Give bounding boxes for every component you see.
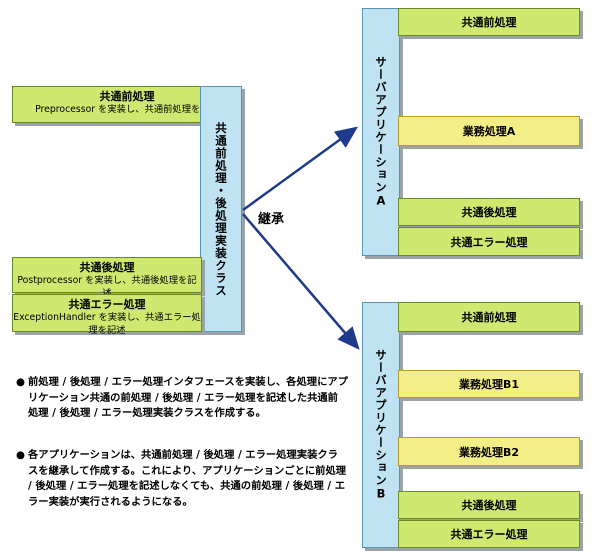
server-b-item-label: 共通前処理 xyxy=(461,311,517,324)
server-a-item-label: 共通後処理 xyxy=(461,206,517,219)
server-b-item-label: 業務処理B1 xyxy=(458,378,520,391)
note-2-text: 各アプリケーションは、共通前処理 / 後処理 / エラー処理実装クラスを継承して… xyxy=(28,449,347,508)
left-postprocess-title: 共通後処理 xyxy=(79,261,135,274)
server-a-item: 共通後処理 xyxy=(398,198,580,226)
server-b-item: 業務処理B2 xyxy=(398,437,580,466)
server-b-item: 共通エラー処理 xyxy=(398,520,580,548)
inherit-label: 継承 xyxy=(258,212,285,227)
server-b-item-label: 共通エラー処理 xyxy=(450,528,528,541)
server-a-column: サーバアプリケーションA xyxy=(362,8,400,256)
server-b-item: 業務処理B1 xyxy=(398,370,580,398)
note-2: ● 各アプリケーションは、共通前処理 / 後処理 / エラー処理実装クラスを継承… xyxy=(16,448,348,510)
bullet-icon: ● xyxy=(16,449,25,461)
left-class-label: 共通前処理・後処理実装クラス xyxy=(214,121,228,297)
server-a-item: 共通エラー処理 xyxy=(398,227,580,256)
server-b-column: サーバアプリケーションB xyxy=(362,302,400,548)
server-b-item: 共通前処理 xyxy=(398,302,580,332)
bullet-icon: ● xyxy=(16,376,25,388)
left-preprocess-title: 共通前処理 xyxy=(99,90,155,103)
left-postprocess-box: 共通後処理 Postprocessor を実装し、共通後処理を記述 xyxy=(12,257,202,299)
note-1-text: 前処理 / 後処理 / エラー処理インタフェースを実装し、各処理にアプリケーショ… xyxy=(28,376,348,419)
server-b-item: 共通後処理 xyxy=(398,491,580,519)
left-error-title: 共通エラー処理 xyxy=(68,298,146,311)
server-a-label: サーバアプリケーションA xyxy=(374,55,388,209)
left-postprocess-desc: Postprocessor を実装し、共通後処理を記述 xyxy=(17,275,197,299)
left-preprocess-desc: Preprocessor を実装し、共通前処理を記述 xyxy=(35,104,219,115)
left-class-column: 共通前処理・後処理実装クラス xyxy=(200,86,242,332)
left-error-box: 共通エラー処理 ExceptionHandler を実装し、共通エラー処理を記述 xyxy=(12,294,202,336)
server-a-item: 業務処理A xyxy=(398,116,580,146)
arrow-to-server-b xyxy=(242,213,360,350)
server-b-label: サーバアプリケーションB xyxy=(374,348,388,502)
note-1: ● 前処理 / 後処理 / エラー処理インタフェースを実装し、各処理にアプリケー… xyxy=(16,375,348,422)
server-a-item-label: 業務処理A xyxy=(462,125,516,138)
server-b-item-label: 共通後処理 xyxy=(461,499,517,512)
server-a-item-label: 共通前処理 xyxy=(461,16,517,29)
server-a-item: 共通前処理 xyxy=(398,8,580,36)
arrow-to-server-a xyxy=(242,126,359,212)
server-b-item-label: 業務処理B2 xyxy=(458,445,520,459)
left-error-desc: ExceptionHandler を実装し、共通エラー処理を記述 xyxy=(13,312,201,336)
server-a-item-label: 共通エラー処理 xyxy=(450,235,528,249)
